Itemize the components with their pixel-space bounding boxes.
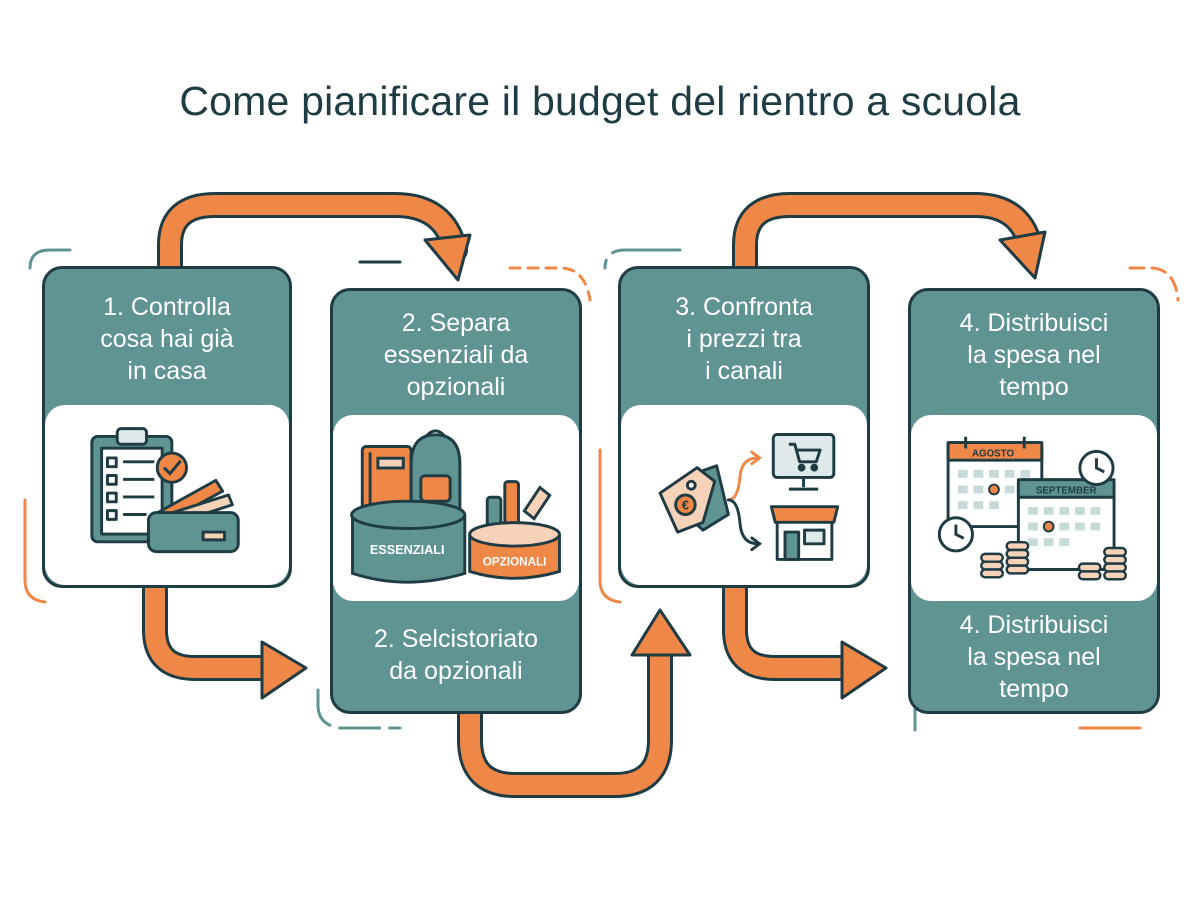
essentials-pedestal <box>350 499 467 584</box>
decorative-brackets <box>23 248 1180 732</box>
step-4-illustration: AGOSTO SEPTEMBER <box>911 415 1157 601</box>
backpack-icon <box>409 429 462 513</box>
online-shop-icon <box>771 433 836 491</box>
euro-symbol: € <box>682 499 689 513</box>
step-1-title: 1. Controlla cosa hai già in casa <box>100 293 234 385</box>
step-4-title: 4. Distribuisci la spesa nel tempo <box>959 309 1109 401</box>
calendar-month-september: SEPTEMBER <box>1036 485 1097 496</box>
clock-icon <box>937 449 1115 553</box>
page-title: Come pianificare il budget del rientro a… <box>179 78 1021 124</box>
essentials-label: ESSENZIALI <box>370 543 445 557</box>
pencil-case-icon <box>146 478 240 554</box>
price-tag-icon <box>658 464 730 534</box>
step-2-title: 2. Separa essenziali da opzionali <box>383 309 529 401</box>
notebook-icon <box>360 445 413 513</box>
calendar-august-days <box>957 469 1031 509</box>
step-3-title: 3. Confronta i prezzi tra i canali <box>675 293 813 385</box>
optionals-label: OPZIONALI <box>483 556 547 569</box>
step-card-4: 4. Distribuisci la spesa nel tempo AGOST… <box>908 288 1160 714</box>
check-badge-icon <box>155 451 188 484</box>
calendar-month-august: AGOSTO <box>972 448 1014 459</box>
physical-store-icon <box>769 505 840 561</box>
calendar-september-days <box>1028 507 1101 547</box>
step-4-footer: 4. Distribuisci la spesa nel tempo <box>959 611 1109 703</box>
step-card-2: 2. Separa essenziali da opzionali <box>330 288 582 714</box>
step-2-footer: 2. Selcistoriato da opzionali <box>374 625 538 685</box>
step-card-1: 1. Controlla cosa hai già in casa <box>42 266 292 588</box>
step-card-3: 3. Confronta i prezzi tra i canali € <box>618 266 870 588</box>
step-1-illustration <box>45 405 289 585</box>
step-2-illustration: ESSENZIALI OPZIONALI <box>333 415 579 601</box>
coin-stacks-icon <box>980 540 1127 581</box>
step-3-illustration: € <box>621 405 867 585</box>
optionals-pedestal <box>468 521 561 580</box>
split-arrows-icon <box>726 450 763 552</box>
